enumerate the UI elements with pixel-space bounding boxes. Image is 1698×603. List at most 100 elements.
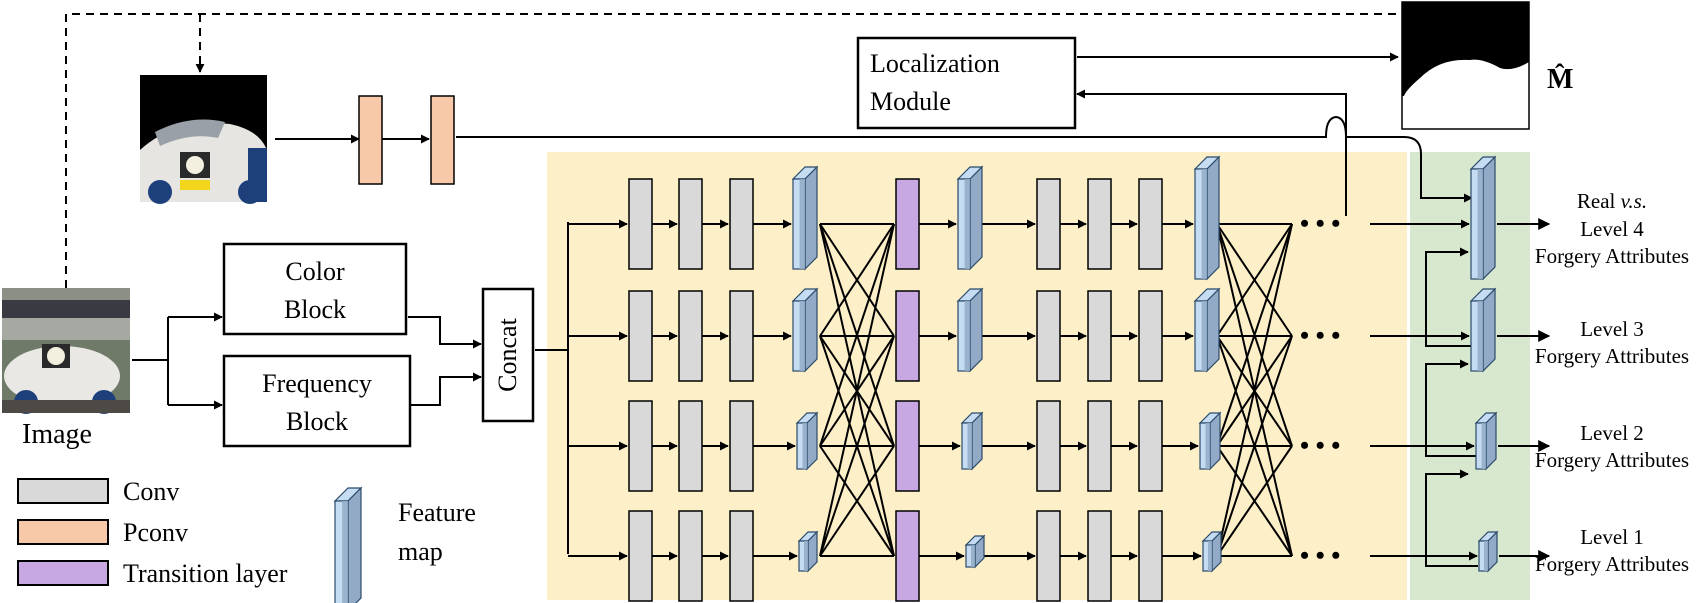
conv-layer bbox=[1138, 510, 1163, 602]
connector bbox=[1216, 445, 1293, 557]
feature-map bbox=[956, 287, 984, 373]
level3-forgery-label: Forgery Attributes bbox=[1535, 344, 1689, 368]
conv-layer bbox=[1036, 290, 1061, 382]
feature-map bbox=[1198, 411, 1222, 471]
conv-layer bbox=[1036, 178, 1061, 270]
image-label: Image bbox=[22, 419, 92, 450]
level1-label: Level 1 bbox=[1580, 525, 1644, 549]
pconv-path bbox=[275, 52, 1473, 216]
feature-map bbox=[797, 530, 819, 573]
level4-label: Level 4 bbox=[1580, 217, 1644, 241]
localization-label-1: Localization bbox=[870, 49, 1000, 78]
connector bbox=[819, 445, 895, 557]
connector bbox=[819, 223, 895, 447]
real-vs-label: Real v.s. bbox=[1577, 189, 1647, 213]
conv-layer bbox=[729, 290, 754, 382]
feature-map-shade bbox=[799, 179, 805, 269]
level4-forgery-label: Forgery Attributes bbox=[1535, 244, 1689, 268]
connector bbox=[1216, 223, 1293, 447]
head-upward-connector bbox=[1425, 359, 1478, 457]
head-upward-connector bbox=[1425, 469, 1478, 567]
feature-map-shade bbox=[1207, 541, 1212, 571]
car-photo-icon bbox=[2, 288, 130, 414]
color-block-label-1: Color bbox=[285, 257, 345, 286]
mask-label: M̂ bbox=[1547, 64, 1573, 95]
feature-map-side bbox=[347, 486, 362, 603]
conv-layer bbox=[678, 510, 703, 602]
feature-map-shade bbox=[1205, 423, 1210, 469]
feature-map-shade bbox=[803, 541, 808, 571]
network-connections bbox=[568, 218, 1551, 567]
feature-map bbox=[795, 411, 819, 471]
feature-map bbox=[956, 165, 984, 271]
conv-layer bbox=[628, 400, 653, 492]
classification-head-background bbox=[1410, 152, 1530, 600]
conv-layer bbox=[1138, 290, 1163, 382]
conv-layer bbox=[678, 178, 703, 270]
feature-map-side bbox=[1206, 155, 1220, 281]
feature-map bbox=[964, 534, 986, 569]
conv-layer bbox=[1087, 178, 1112, 270]
legend-pconv-label: Pconv bbox=[123, 518, 188, 547]
conv-layer bbox=[628, 290, 653, 382]
feature-map-shade bbox=[1483, 541, 1488, 571]
conv-layer bbox=[1087, 400, 1112, 492]
feature-map-shade bbox=[1201, 301, 1207, 371]
conv-layer bbox=[729, 400, 754, 492]
localization-module bbox=[856, 36, 1077, 130]
head-upward-connector bbox=[1425, 247, 1478, 347]
legend-transition-label: Transition layer bbox=[123, 559, 288, 588]
conv-layer bbox=[678, 400, 703, 492]
legend-feature-swatch bbox=[333, 486, 363, 603]
connector bbox=[1216, 335, 1293, 557]
legend-pconv-swatch bbox=[17, 519, 109, 545]
feature-map-shade bbox=[970, 545, 975, 567]
feature-map-side bbox=[806, 411, 818, 471]
feature-map-shade bbox=[1201, 169, 1207, 279]
feature-map bbox=[1474, 411, 1498, 471]
conv-layer bbox=[678, 290, 703, 382]
feature-map-shade bbox=[1477, 169, 1483, 279]
conv-layer bbox=[1036, 510, 1061, 602]
legend-conv-swatch bbox=[17, 478, 109, 504]
transition-layer bbox=[895, 400, 920, 492]
transition-layer bbox=[895, 178, 920, 270]
concat-label: Concat bbox=[493, 317, 522, 391]
feature-map bbox=[1469, 155, 1497, 281]
feature-map-side bbox=[1485, 411, 1497, 471]
feature-map bbox=[791, 165, 819, 271]
feature-map-side bbox=[971, 411, 983, 471]
feature-map bbox=[1193, 155, 1221, 281]
feature-map-side bbox=[969, 287, 983, 373]
feature-map-shade bbox=[799, 301, 805, 371]
level3-label: Level 3 bbox=[1580, 317, 1644, 341]
output-labels: Real v.s. Level 4 Forgery Attributes Lev… bbox=[1535, 189, 1689, 576]
conv-layer bbox=[729, 510, 754, 602]
localization-label-2: Module bbox=[870, 87, 951, 116]
conv-layer bbox=[628, 178, 653, 270]
level2-forgery-label: Forgery Attributes bbox=[1535, 448, 1689, 472]
connector bbox=[1216, 223, 1293, 337]
legend-transition-swatch bbox=[17, 560, 109, 586]
feature-map-shade bbox=[1481, 423, 1486, 469]
feature-map-shade bbox=[1477, 301, 1483, 371]
feature-map bbox=[1193, 287, 1221, 373]
conv-layer bbox=[1087, 510, 1112, 602]
legend-feature-map bbox=[333, 486, 363, 603]
conv-layer bbox=[628, 510, 653, 602]
feature-map-shade bbox=[964, 301, 970, 371]
pconv-layer bbox=[430, 95, 455, 185]
feature-map-side bbox=[969, 165, 983, 271]
masked-car-icon bbox=[140, 75, 267, 204]
dashed-mask-path bbox=[65, 13, 1402, 288]
conv-layer bbox=[1138, 400, 1163, 492]
frequency-block bbox=[222, 354, 412, 448]
connector bbox=[819, 335, 895, 557]
color-block bbox=[222, 242, 408, 336]
conv-layer bbox=[1036, 400, 1061, 492]
feature-map-side bbox=[1206, 287, 1220, 373]
feature-map bbox=[1201, 530, 1223, 573]
feature-map bbox=[1469, 287, 1497, 373]
feature-map-side bbox=[1482, 155, 1496, 281]
